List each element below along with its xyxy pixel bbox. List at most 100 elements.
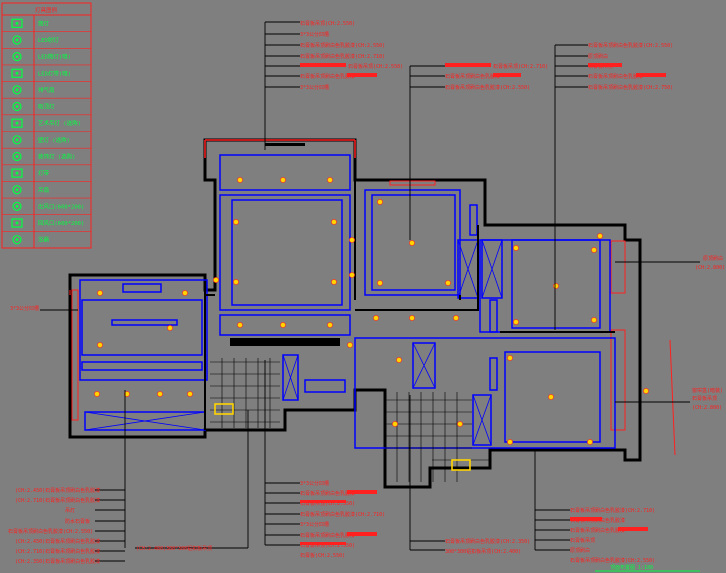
label-tl-1: 3*3公分凹槽	[300, 31, 329, 38]
label-bl-7: (CH:2.350)石膏板吊顶刷白色乳胶漆	[15, 558, 100, 565]
legend-label: 吊扇	[38, 186, 49, 194]
label-br-0: 石膏板吊顶刷白色乳胶漆(CH:2.710)	[570, 507, 655, 514]
label-bc-1: 石膏板吊顶刷白色乳胶漆	[300, 490, 355, 497]
ceiling-light-icon	[187, 391, 193, 397]
square-grille-icon	[11, 18, 23, 28]
chandelier-icon	[12, 151, 22, 162]
ceiling-light-icon	[597, 233, 603, 239]
ceiling-light-icon	[396, 357, 402, 363]
label-br-4: 原顶刷白	[570, 547, 590, 554]
ceiling-light-icon	[513, 319, 519, 325]
ceiling-light-icon	[213, 277, 219, 283]
legend-label: LED灯带(暗)	[38, 69, 71, 77]
pendant-icon	[11, 118, 23, 128]
legend-label: 吸顶灯	[38, 103, 55, 111]
legend-label: 回风口(600*200)	[38, 220, 84, 227]
label-bl-5: (CH:2.450)石膏板吊顶刷白色乳胶漆	[15, 538, 100, 545]
ceiling-light-icon	[507, 355, 513, 361]
exhaust-fan-icon	[12, 85, 22, 95]
return-vent-icon	[11, 218, 23, 228]
legend-label: 出风口(600*200)	[38, 202, 84, 210]
linear-light-icon	[11, 68, 23, 78]
ceiling-lamp-icon	[12, 101, 22, 112]
legend-label: LED射灯	[38, 36, 59, 44]
label-bm-0: 石膏板吊顶刷白色乳胶漆(CH:2.350)	[445, 538, 530, 545]
label-bc-3: 石膏板吊顶刷白色乳胶漆(CH:2.710)	[300, 511, 385, 518]
label-left: 3*3公分凹槽	[10, 305, 39, 312]
ceiling-light-icon	[457, 421, 463, 427]
label-ru-0: 原顶刷白	[703, 255, 723, 262]
ceiling-light-icon	[587, 439, 593, 445]
label-bc-4: 3*3公分凹槽	[300, 521, 329, 528]
ceiling-light-icon	[237, 322, 243, 328]
label-bc-5: 石膏板吊顶刷白色乳胶漆	[300, 532, 355, 539]
label-rl-1: 石膏板吊顶	[692, 395, 717, 402]
downlight-icon	[12, 35, 22, 45]
legend-label: 浴霸	[38, 236, 50, 244]
label-bc-2: 石膏板吊顶(CH:2.550)	[300, 500, 355, 507]
ceiling-light-icon	[409, 240, 415, 246]
wall-lamp-icon	[12, 135, 22, 145]
ceiling-light-icon	[409, 315, 415, 321]
label-bc-7: 石膏板(CH:2.550)	[300, 552, 345, 559]
ceiling-light-icon	[327, 177, 333, 183]
ceiling-light-icon	[280, 322, 286, 328]
ceiling-light-icon	[233, 279, 239, 285]
label-bc-0: 3*3公分凹槽	[300, 480, 329, 487]
drawing-title: 顶面布置图 1:100	[610, 564, 653, 571]
ceiling-light-icon	[94, 391, 100, 397]
label-bl-0: (CH:2.450)石膏板吊顶刷白色乳胶漆	[15, 487, 100, 494]
ceiling-light-icon	[327, 322, 333, 328]
label-bl-1: (CH:2.710)石膏板吊顶刷白色乳胶漆	[15, 497, 100, 504]
label-tl-4: 石膏板吊顶(CH:2.550)	[348, 63, 403, 70]
label-tr-3: 石膏板吊顶刷白色乳胶漆	[588, 73, 643, 80]
legend-title: 灯具图例	[35, 6, 58, 14]
label-bc-6: 石膏板吊顶(CH:2.550)	[300, 542, 355, 549]
legend-label: 灯带	[38, 169, 50, 177]
ceiling-light-icon	[124, 391, 130, 397]
label-bl-3: 防水石膏板	[65, 518, 90, 525]
ceiling-light-icon	[349, 237, 355, 243]
legend-label: LED筒灯(暗)	[38, 53, 71, 61]
label-bl-2: 吊灯	[65, 507, 75, 514]
label-bcl: (CH:2.400)300*300铝扣板吊顶	[136, 545, 212, 552]
label-tl-0: 石膏板吊顶(CH:2.550)	[300, 20, 355, 27]
ceiling-light-icon	[373, 315, 379, 321]
ceiling-light-icon	[591, 247, 597, 253]
label-tr-0: 石膏板吊顶刷白色乳胶漆(CH:2.550)	[588, 42, 673, 49]
heater-icon	[12, 235, 22, 245]
ceiling-light-icon	[507, 439, 513, 445]
label-tm-2: 石膏板吊顶刷白色乳胶漆(CH:2.550)	[445, 84, 530, 91]
legend-label: 艺术吊灯 (选购)	[38, 119, 81, 127]
ceiling-light-icon	[331, 279, 337, 285]
ceiling-light-icon	[233, 219, 239, 225]
ceiling-light-icon	[167, 325, 173, 331]
legend-label: 壁灯 (选购)	[38, 136, 70, 144]
legend-label: 装饰灯 (选购)	[38, 152, 75, 160]
ceiling-light-icon	[513, 245, 519, 251]
label-bl-4: 石膏板吊顶刷白色乳胶漆(CH:2.550)	[8, 528, 93, 535]
ceiling-light-icon	[591, 317, 597, 323]
ceiling-light-icon	[377, 199, 383, 205]
ceiling-light-icon	[280, 177, 286, 183]
light-fixtures	[94, 177, 649, 471]
ceiling-light-icon	[347, 342, 353, 348]
ceiling-light-icon	[445, 280, 451, 286]
ceiling-light-icon	[237, 177, 243, 183]
ceiling-light-icon	[392, 421, 398, 427]
fan-icon	[12, 185, 22, 195]
ceiling-light-icon	[643, 388, 649, 394]
label-bm-1: 300*300铝扣板吊顶(CH:2.400)	[445, 548, 521, 555]
label-br-3: 石膏板吊顶	[570, 537, 595, 544]
ceiling-light-icon	[553, 283, 559, 289]
spotlight-icon	[12, 52, 22, 62]
ceiling-light-icon	[97, 342, 103, 348]
ceiling-light-icon	[182, 290, 188, 296]
strip-icon	[11, 168, 23, 178]
label-ru-1: (CH:2.800)	[695, 265, 725, 271]
legend-label: 排气扇	[38, 86, 55, 94]
ceiling-light-icon	[157, 391, 163, 397]
label-tm-1: 石膏板吊顶刷白色乳胶漆	[445, 73, 500, 80]
